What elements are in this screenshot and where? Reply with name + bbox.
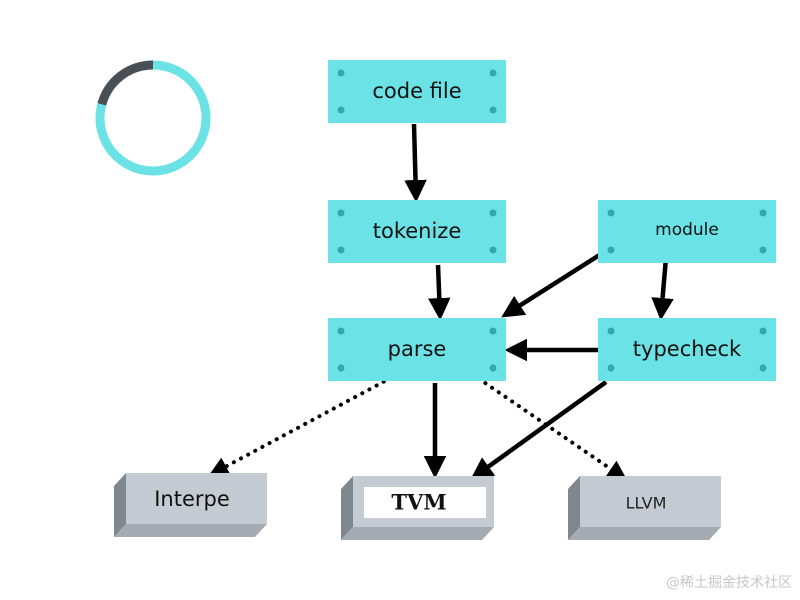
node-tokenize-label: tokenize [373,219,462,243]
node-tvm-inner-panel [364,487,486,518]
node-tvm: TVM [341,476,494,540]
node-tokenize: tokenize [328,200,506,263]
node-code-file-label: code file [372,79,461,103]
node-typecheck: typecheck [598,318,776,381]
node-interpe-label: Interpe [154,487,230,511]
watermark: @稀土掘金技术社区 [666,575,792,591]
node-module-label: module [655,220,719,240]
node-parse: parse [328,318,506,381]
node-llvm: LLVM [568,476,721,540]
loading-ring-icon [95,60,211,176]
node-module: module [598,200,776,263]
edge-tokenize-to-parse [428,264,451,321]
edge-code-file-to-tokenize [404,123,427,203]
node-parse-label: parse [388,337,447,361]
node-interpe: Interpe [114,473,267,537]
edge-layer [208,123,674,481]
node-tvm-label: TVM [391,490,446,515]
node-typecheck-label: typecheck [633,337,742,361]
edge-module-to-typecheck [651,257,674,321]
edge-parse-to-interpe [208,372,400,476]
node-code-file: code file [328,60,506,123]
node-llvm-label: LLVM [626,494,667,513]
edge-typecheck-to-tvm [470,380,608,480]
edge-parse-to-llvm [470,372,628,481]
